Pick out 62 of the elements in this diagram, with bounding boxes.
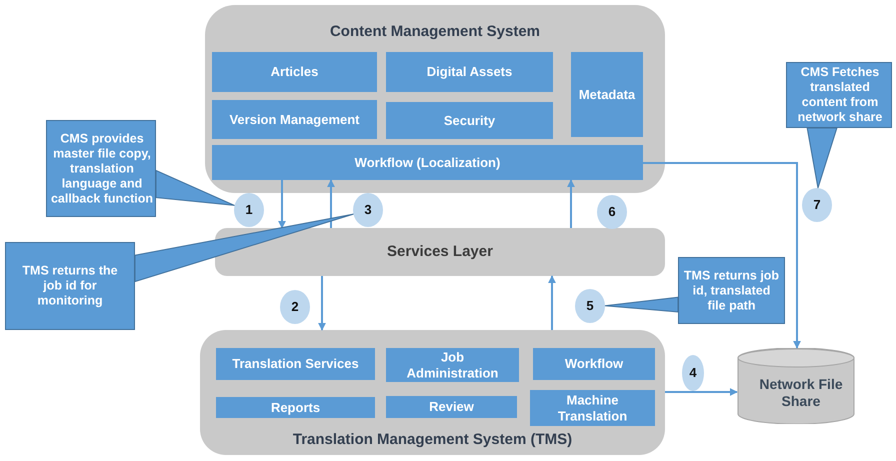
module-label: Version Management bbox=[229, 112, 360, 128]
module-box bbox=[386, 52, 553, 92]
module-box bbox=[212, 100, 377, 139]
layer-label: Services Layer bbox=[387, 243, 493, 261]
module-label: Translation Services bbox=[232, 356, 359, 372]
module-box bbox=[216, 397, 375, 418]
panel-title: Content Management System bbox=[330, 23, 540, 41]
module-box bbox=[386, 102, 553, 139]
step-number: 3 bbox=[364, 202, 372, 218]
callout-pointer bbox=[604, 296, 678, 312]
arrow bbox=[318, 276, 326, 331]
module-label: Review bbox=[429, 399, 474, 415]
module-label: Workflow bbox=[564, 356, 624, 372]
arrow bbox=[278, 180, 286, 229]
callout-box bbox=[46, 120, 156, 217]
callout-text: CMS provides master file copy, translation language and callback function bbox=[50, 131, 154, 206]
module-box bbox=[533, 348, 655, 380]
callout-pointer bbox=[156, 170, 236, 206]
step-number: 5 bbox=[586, 298, 594, 314]
arrow bbox=[643, 162, 801, 349]
module-label: Reports bbox=[270, 400, 320, 416]
step-number: 4 bbox=[689, 365, 697, 381]
callout-pointer bbox=[806, 128, 838, 189]
step-circle bbox=[802, 188, 832, 222]
module-label: Security bbox=[444, 112, 496, 128]
step-circle bbox=[682, 355, 704, 391]
module-box bbox=[571, 52, 643, 137]
arrow bbox=[665, 388, 738, 396]
step-circle bbox=[353, 193, 383, 227]
system-panel bbox=[205, 5, 665, 193]
module-label: Digital Assets bbox=[426, 64, 512, 80]
callout-text: CMS Fetches translated content from network share bbox=[796, 65, 884, 125]
callout-box bbox=[786, 62, 892, 128]
storage-label: Network File Share bbox=[758, 376, 844, 410]
arrow bbox=[567, 179, 575, 228]
module-label: Job Administration bbox=[406, 349, 500, 381]
module-box bbox=[216, 348, 375, 380]
callout-text: TMS returns job id, translated file path bbox=[684, 268, 780, 313]
step-number: 1 bbox=[245, 202, 253, 218]
module-label: Workflow (Localization) bbox=[354, 154, 500, 170]
module-label: Articles bbox=[270, 64, 318, 80]
module-box bbox=[386, 396, 517, 418]
step-circle bbox=[575, 289, 605, 323]
step-circle bbox=[234, 193, 264, 227]
callout-text: TMS returns the job id for monitoring bbox=[21, 264, 119, 308]
callout-pointer bbox=[134, 214, 354, 282]
module-label: Machine Translation bbox=[556, 392, 628, 424]
module-box bbox=[212, 52, 377, 92]
step-number: 6 bbox=[608, 204, 616, 220]
step-circle bbox=[280, 290, 310, 324]
step-circle bbox=[597, 195, 627, 229]
step-number: 7 bbox=[813, 197, 821, 213]
panel-title: Translation Management System (TMS) bbox=[292, 431, 572, 449]
system-panel bbox=[200, 330, 665, 455]
callout-box bbox=[5, 242, 135, 330]
step-number: 2 bbox=[291, 299, 299, 315]
arrow bbox=[548, 275, 556, 330]
module-box bbox=[530, 390, 655, 426]
callout-box bbox=[678, 257, 785, 324]
module-box bbox=[386, 348, 519, 382]
services-layer-bar bbox=[215, 228, 665, 276]
module-label: Metadata bbox=[578, 86, 636, 102]
